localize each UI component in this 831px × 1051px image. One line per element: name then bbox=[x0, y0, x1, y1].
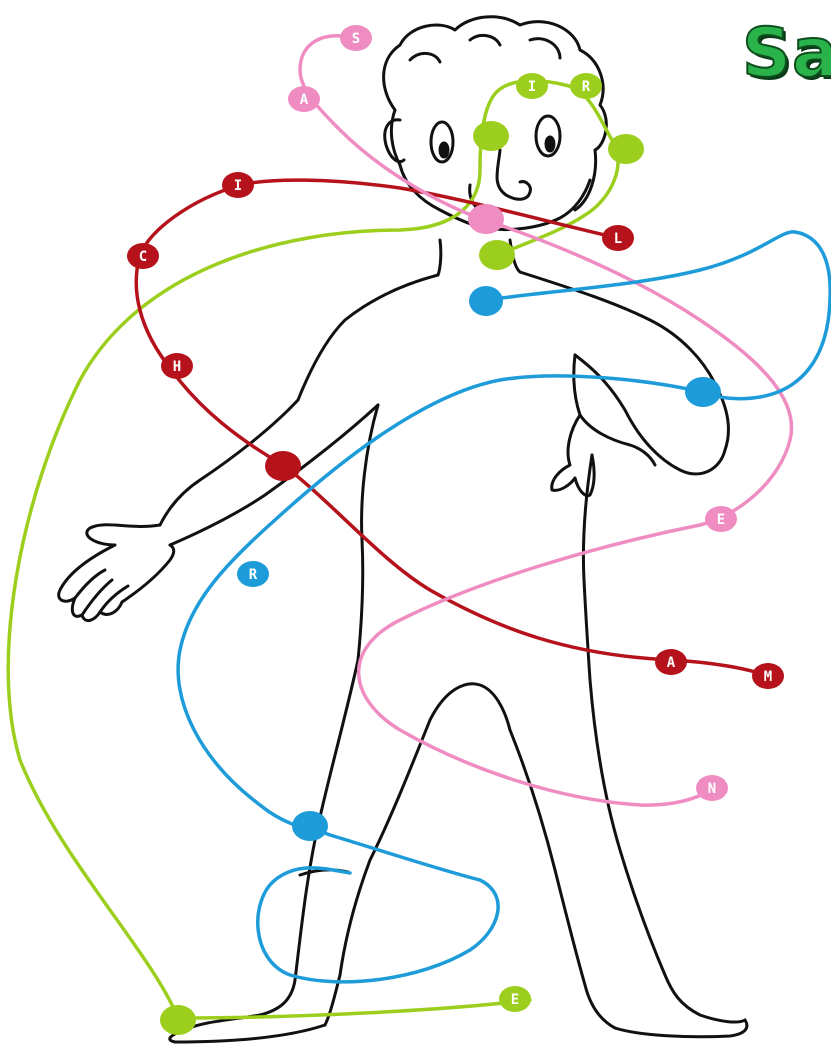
right-pupil bbox=[546, 137, 554, 151]
right-shoulder bbox=[520, 272, 729, 450]
left-leg-outer bbox=[185, 660, 358, 1030]
bead-green-1: I bbox=[516, 73, 548, 99]
svg-text:A: A bbox=[300, 92, 309, 108]
bead-red-3: H bbox=[161, 353, 193, 379]
green-dot-cheek bbox=[608, 134, 644, 164]
bead-pink-3: E bbox=[705, 506, 737, 532]
svg-text:R: R bbox=[249, 567, 258, 583]
left-shoulder bbox=[298, 275, 438, 400]
bead-red-1: I bbox=[222, 172, 254, 198]
green-dot-foot bbox=[160, 1005, 196, 1035]
svg-text:E: E bbox=[511, 992, 519, 1008]
svg-text:E: E bbox=[717, 512, 725, 528]
nose bbox=[497, 150, 530, 199]
svg-text:C: C bbox=[139, 249, 147, 265]
bead-red-2: C bbox=[127, 243, 159, 269]
bead-green-3: E bbox=[499, 986, 531, 1012]
svg-text:S: S bbox=[352, 31, 360, 47]
blue-dot-elbow bbox=[685, 377, 721, 407]
bead-red-4: L bbox=[602, 225, 634, 251]
right-arm-inner bbox=[574, 355, 655, 465]
left-pupil bbox=[440, 143, 448, 157]
right-leg-inner bbox=[510, 730, 615, 1028]
bead-pink-4: N bbox=[696, 775, 728, 801]
svg-text:H: H bbox=[173, 359, 181, 375]
svg-text:N: N bbox=[708, 781, 716, 797]
pink-dot-chin bbox=[468, 204, 504, 234]
svg-text:I: I bbox=[528, 79, 536, 95]
bead-blue-1: R bbox=[237, 561, 269, 587]
green-dot-neck bbox=[479, 240, 515, 270]
hair bbox=[384, 17, 607, 210]
hair-curls bbox=[391, 35, 560, 165]
svg-text:M: M bbox=[764, 669, 772, 685]
bead-red-5: A bbox=[655, 649, 687, 675]
svg-text:A: A bbox=[667, 655, 676, 671]
green-thread bbox=[8, 81, 618, 1018]
crotch bbox=[430, 684, 510, 730]
green-dot-nose bbox=[473, 121, 509, 151]
blue-dot-knee bbox=[292, 811, 328, 841]
red-thread bbox=[136, 180, 765, 675]
right-leg-outer bbox=[590, 680, 745, 1022]
page-title: Sa bbox=[742, 14, 831, 93]
bead-pink-2: A bbox=[288, 86, 320, 112]
svg-text:R: R bbox=[582, 79, 591, 95]
blue-dot-chest bbox=[469, 286, 503, 316]
bead-red-6: M bbox=[752, 663, 784, 689]
figure-outline bbox=[59, 17, 747, 1042]
svg-text:L: L bbox=[614, 231, 622, 247]
svg-text:I: I bbox=[234, 178, 242, 194]
bead-green-2: R bbox=[570, 73, 602, 99]
torso-right bbox=[583, 455, 592, 680]
bead-pink-1: S bbox=[340, 25, 372, 51]
left-hand bbox=[59, 525, 174, 621]
red-dot-shoulder bbox=[265, 451, 301, 481]
